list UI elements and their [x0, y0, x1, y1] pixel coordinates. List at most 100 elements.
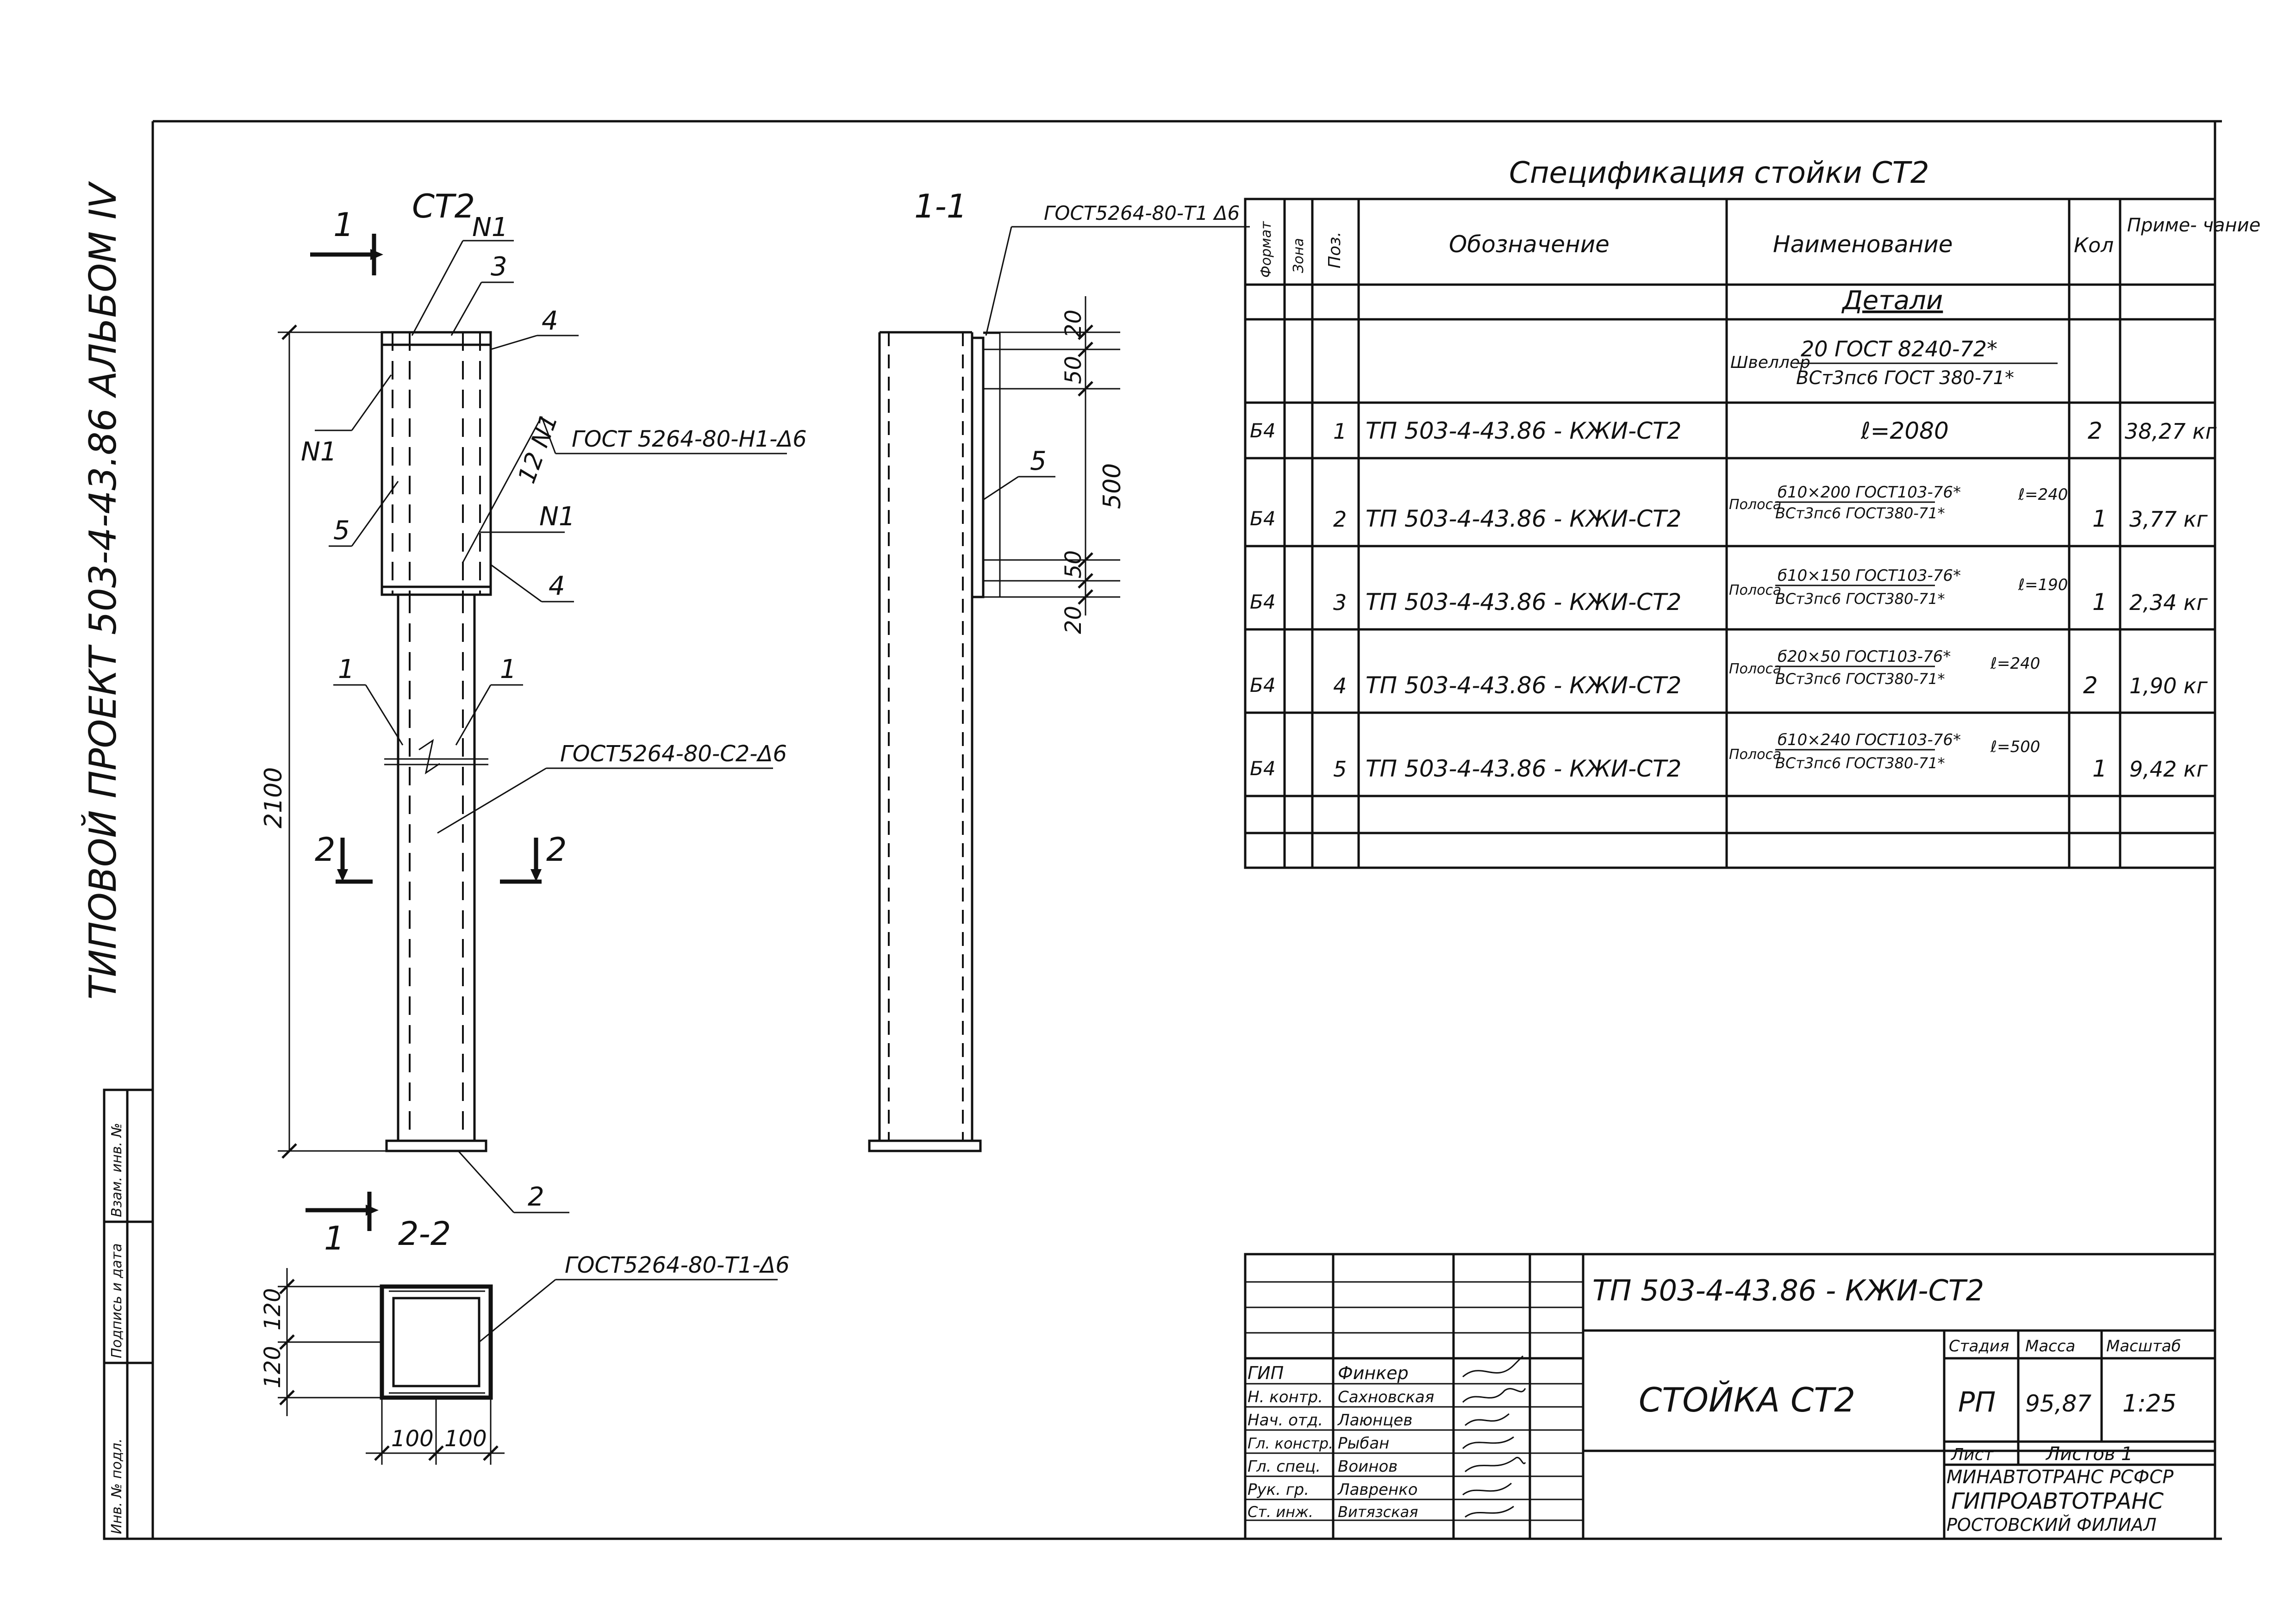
row4-qty: 2 — [2083, 672, 2098, 699]
tb-code: ТП 503-4-43.86 - КЖИ-СТ2 — [1592, 1274, 1984, 1307]
view-title-2-2: 2-2 — [398, 1215, 451, 1253]
tb-mass: 95,87 — [2025, 1390, 2091, 1417]
row4-prefix: Полоса — [1729, 661, 1781, 677]
tb-name-6: Лавренко — [1337, 1480, 1418, 1499]
section-1-top-label: 1 — [333, 206, 354, 244]
row5-format: Б4 — [1250, 757, 1276, 780]
row3-designation: ТП 503-4-43.86 - КЖИ-СТ2 — [1366, 589, 1681, 616]
row5-top: б10×240 ГОСТ103-76* — [1778, 731, 1961, 749]
dim-2100: 2100 — [260, 767, 287, 828]
dim-50-top: 50 — [1061, 356, 1086, 384]
weld-note-c2: ГОСТ5264-80-С2-Δ6 — [560, 741, 787, 767]
row5-qty: 1 — [2092, 755, 2107, 782]
dim-20-bottom: 20 — [1061, 606, 1086, 634]
tb-name-3: Лаюнцев — [1337, 1411, 1412, 1430]
view-title-st2: СТ2 — [412, 187, 475, 225]
stamp-vzam: Взам. инв. № — [109, 1123, 125, 1217]
tb-role-3: Нач. отд. — [1248, 1411, 1323, 1430]
tb-name: СТОЙКА СТ2 — [1639, 1380, 1855, 1419]
side-stamp: Инв. № подл. Подпись и дата Взам. инв. № — [103, 1088, 154, 1540]
tb-role-2: Н. контр. — [1248, 1388, 1323, 1406]
row4-format: Б4 — [1250, 674, 1276, 696]
row5-note: 9,42 кг — [2129, 757, 2208, 782]
spec-row-4: Б4 4 ТП 503-4-43.86 - КЖИ-СТ2 Полоса б20… — [1250, 647, 2208, 699]
dim-100-left: 100 — [391, 1426, 434, 1452]
spec-row-1: Б4 1 ТП 503-4-43.86 - КЖИ-СТ2 ℓ=2080 2 3… — [1250, 417, 2217, 444]
material-bot: ВСт3пс6 ГОСТ 380-71* — [1796, 367, 2014, 389]
row3-length: ℓ=190 — [2018, 576, 2068, 594]
row2-length: ℓ=240 — [2018, 485, 2068, 504]
hdr-zona: Зона — [1291, 238, 1307, 273]
label-n1-top: N1 — [472, 212, 508, 243]
hdr-note: Приме- чание — [2127, 215, 2260, 236]
tb-org-1: МИНАВТОТРАНС РСФСР — [1947, 1467, 2174, 1488]
section-2-right-label: 2 — [546, 831, 567, 869]
row5-poz: 5 — [1333, 757, 1347, 782]
row2-poz: 2 — [1333, 507, 1347, 532]
row5-prefix: Полоса — [1729, 746, 1781, 763]
tb-stage-header: Стадия — [1949, 1337, 2009, 1356]
tb-name-7: Витязская — [1338, 1503, 1418, 1521]
dim-50-bottom: 50 — [1061, 550, 1086, 578]
tb-scale: 1:25 — [2122, 1390, 2177, 1418]
row4-note: 1,90 кг — [2129, 673, 2208, 698]
tb-role-5: Гл. спец. — [1248, 1457, 1321, 1476]
row2-bot: ВСт3пс6 ГОСТ380-71* — [1775, 504, 1945, 522]
weld-note-t1-side: ГОСТ5264-80-Т1 Δ6 — [1044, 202, 1240, 224]
row3-note: 2,34 кг — [2129, 590, 2208, 615]
tb-role-4: Гл. констр. — [1248, 1435, 1333, 1452]
row2-format: Б4 — [1250, 507, 1276, 530]
label-pos2: 2 — [528, 1182, 544, 1212]
row2-note: 3,77 кг — [2129, 507, 2208, 532]
row4-top: б20×50 ГОСТ103-76* — [1778, 647, 1951, 666]
dim-100-right: 100 — [444, 1426, 487, 1452]
dim-20-top: 20 — [1061, 310, 1086, 338]
stamp-podpis: Подпись и дата — [109, 1244, 125, 1359]
section-1-1-view: 1-1 ГОСТ5264-80-Т1 Δ6 — [868, 187, 1250, 1152]
label-pos1-left: 1 — [338, 654, 355, 684]
row4-bot: ВСт3пс6 ГОСТ380-71* — [1775, 670, 1945, 688]
hdr-poz: Поз. — [1325, 231, 1344, 268]
tb-org-2: ГИПРОАВТОТРАНС — [1951, 1488, 2164, 1514]
spec-row-5: Б4 5 ТП 503-4-43.86 - КЖИ-СТ2 Полоса б10… — [1250, 731, 2208, 782]
row1-note: 38,27 кг — [2125, 419, 2217, 444]
spec-section-details: Детали — [1841, 286, 1943, 316]
tb-role-6: Рук. гр. — [1248, 1480, 1309, 1499]
row1-poz: 1 — [1333, 419, 1347, 444]
row5-length: ℓ=500 — [1990, 738, 2040, 756]
label-12n1: 12 N1 — [513, 410, 563, 487]
spec-row-2: Б4 2 ТП 503-4-43.86 - КЖИ-СТ2 Полоса б10… — [1250, 483, 2208, 532]
row1-format: Б4 — [1250, 419, 1276, 442]
row1-qty: 2 — [2088, 417, 2103, 444]
tb-signature-marks — [1462, 1355, 1526, 1518]
row1-designation: ТП 503-4-43.86 - КЖИ-СТ2 — [1366, 417, 1681, 444]
tb-role-1: ГИП — [1248, 1363, 1284, 1383]
elevation-view: СТ2 1 2100 N1 — [260, 187, 807, 1257]
tb-role-7: Ст. инж. — [1248, 1503, 1313, 1521]
row5-designation: ТП 503-4-43.86 - КЖИ-СТ2 — [1366, 755, 1681, 782]
hdr-name: Наименование — [1773, 231, 1953, 258]
spec-title: Спецификация стойки СТ2 — [1509, 156, 1929, 190]
tb-name-5: Воинов — [1338, 1457, 1398, 1476]
row3-bot: ВСт3пс6 ГОСТ380-71* — [1775, 590, 1945, 608]
section-2-left-label: 2 — [315, 831, 336, 869]
label-n1-left: N1 — [301, 437, 337, 467]
tb-name-1: Финкер — [1338, 1363, 1409, 1383]
title-block: ТП 503-4-43.86 - КЖИ-СТ2 СТОЙКА СТ2 Стад… — [1244, 1253, 2216, 1540]
dim-120-bottom: 120 — [260, 1346, 286, 1388]
spec-row-3: Б4 3 ТП 503-4-43.86 - КЖИ-СТ2 Полоса б10… — [1250, 566, 2208, 616]
hdr-qty: Кол — [2074, 234, 2114, 257]
material-top: 20 ГОСТ 8240-72* — [1801, 336, 1997, 361]
label-pos5-main: 5 — [333, 516, 350, 546]
row5-bot: ВСт3пс6 ГОСТ380-71* — [1775, 754, 1945, 772]
section-1-1-dims: 20 50 500 50 20 — [983, 296, 1126, 634]
row3-format: Б4 — [1250, 591, 1276, 613]
row2-designation: ТП 503-4-43.86 - КЖИ-СТ2 — [1366, 505, 1681, 532]
label-pos4-bottom: 4 — [549, 571, 565, 601]
row2-prefix: Полоса — [1729, 497, 1781, 513]
label-pos4-top: 4 — [542, 306, 558, 336]
tb-stage: РП — [1958, 1386, 1996, 1418]
row4-length: ℓ=240 — [1990, 654, 2040, 673]
dim-500: 500 — [1098, 463, 1126, 509]
